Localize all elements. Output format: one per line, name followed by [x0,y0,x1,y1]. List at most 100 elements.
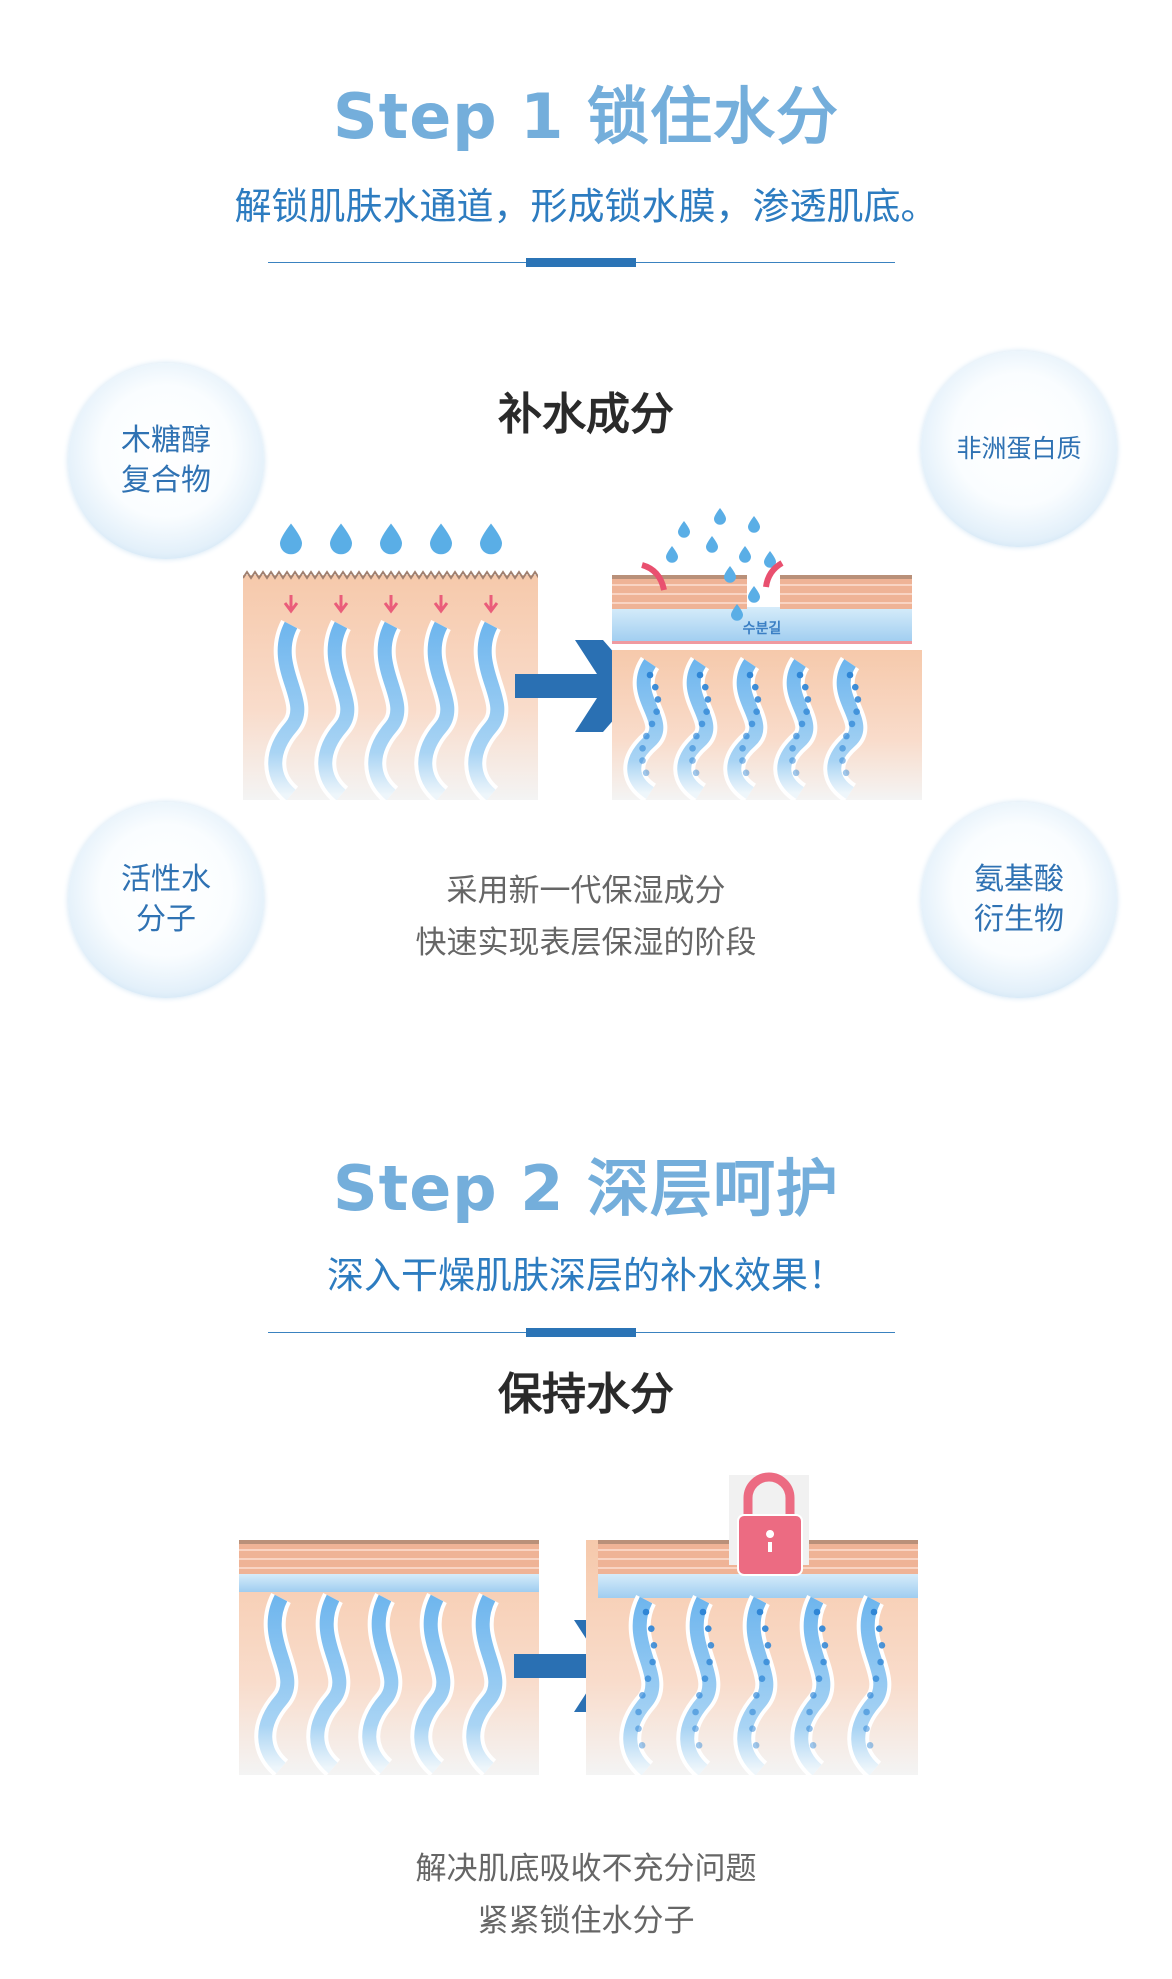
skin-surface [243,570,538,580]
water-dot [789,757,796,764]
water-channel [677,659,714,799]
water-dot [753,1692,760,1699]
moisture-path-label: 수분길 [743,621,782,637]
water-dot [870,1608,878,1616]
step1-description: 采用新一代保湿成分 快速实现表层保湿的阶段 [0,865,1172,969]
water-dot [751,683,759,691]
water-dot [813,1608,821,1616]
water-dot [810,1692,817,1699]
water-dot [646,671,654,679]
water-dot [639,757,646,764]
water-dot [644,1675,652,1682]
water-dot [698,720,706,728]
water-dot [851,683,859,691]
water-dot [703,708,710,715]
water-dot [642,1608,650,1616]
water-channel [851,1596,888,1775]
water-channel [258,1594,295,1774]
water-dot [806,1725,813,1732]
water-dot [815,1675,823,1682]
water-channel-illustration: 수분길 [612,508,922,800]
ingredient-bubble-protein: 非洲蛋白质 [921,351,1117,547]
water-dot [653,708,660,715]
water-channel [362,1594,399,1774]
water-channel [794,1596,831,1775]
water-dot [692,1708,699,1716]
water-dot [756,1608,764,1616]
water-channel [468,621,505,800]
water-dot [754,696,762,703]
water-dot [651,683,659,691]
water-dot [695,1742,703,1749]
step1-title: Step 1 锁住水分 [332,80,840,153]
water-dot [758,1675,766,1682]
step1-description-line1: 采用新一代保湿成分 [446,873,726,909]
water-channel [623,1596,660,1775]
water-channel [827,659,864,799]
water-dot [753,708,760,715]
water-drop-icon [330,523,352,555]
water-drop-icon [678,521,690,538]
water-dot [804,696,812,703]
water-dot [706,1658,713,1666]
water-channel [627,659,664,799]
water-drop-icon [748,586,760,603]
film-border [612,641,912,644]
arrow-down-icon [433,595,449,614]
arrow-in-icon [763,560,784,588]
water-dot [689,757,696,764]
water-channel [414,1594,451,1774]
water-dot [863,1708,870,1716]
step2-divider-bar [526,1328,636,1337]
water-dot [701,683,709,691]
step1-section-heading: 补水成分 [498,389,674,440]
water-dot [863,1725,870,1732]
water-dot [635,1708,642,1716]
water-dot [638,1742,646,1749]
water-drop-icon [748,516,760,533]
water-dot [866,1742,874,1749]
water-dot [739,757,746,764]
water-drop-icon [731,604,743,621]
water-channel [268,621,305,800]
dry-skin-illustration [243,523,538,800]
water-dot [742,769,750,777]
water-dot [875,1625,883,1632]
water-dot [749,1725,756,1732]
water-dot [796,671,804,679]
water-dot [853,708,860,715]
water-drop-icon [724,566,736,583]
water-dot [846,671,854,679]
ingredient-bubble-xylitol: 木糖醇 复合物 [68,363,264,559]
water-dot [842,769,850,777]
water-dot [743,732,750,740]
brick-top [780,575,912,579]
moisture-film [612,607,912,643]
water-dot [803,708,810,715]
water-channel [368,621,405,800]
arrow-down-icon [483,595,499,614]
water-dot [839,757,846,764]
arrow-in-icon [641,562,667,591]
water-dot [650,1642,658,1649]
step2-subtitle: 深入干燥肌肤深层的补水效果！ [327,1254,845,1297]
water-dot [707,1642,715,1649]
water-dot [839,745,846,752]
arrow-down-icon [383,595,399,614]
step2-section-heading: 保持水分 [498,1369,674,1420]
step1-subtitle: 解锁肌肤水通道，形成锁水膜，渗透肌底。 [234,185,938,228]
water-drop-icon [280,523,302,555]
water-dot [818,1625,826,1632]
water-dot [820,1658,827,1666]
water-dot [748,720,756,728]
water-dot [848,720,856,728]
water-dot [806,1708,813,1716]
water-drop-icon [430,523,452,555]
water-dot [764,1642,772,1649]
water-channel [737,1596,774,1775]
arrow-down-icon [283,595,299,614]
step1-divider-bar [526,258,636,267]
keyhole [766,1530,775,1552]
water-dot [696,671,704,679]
water-dot [878,1642,886,1649]
